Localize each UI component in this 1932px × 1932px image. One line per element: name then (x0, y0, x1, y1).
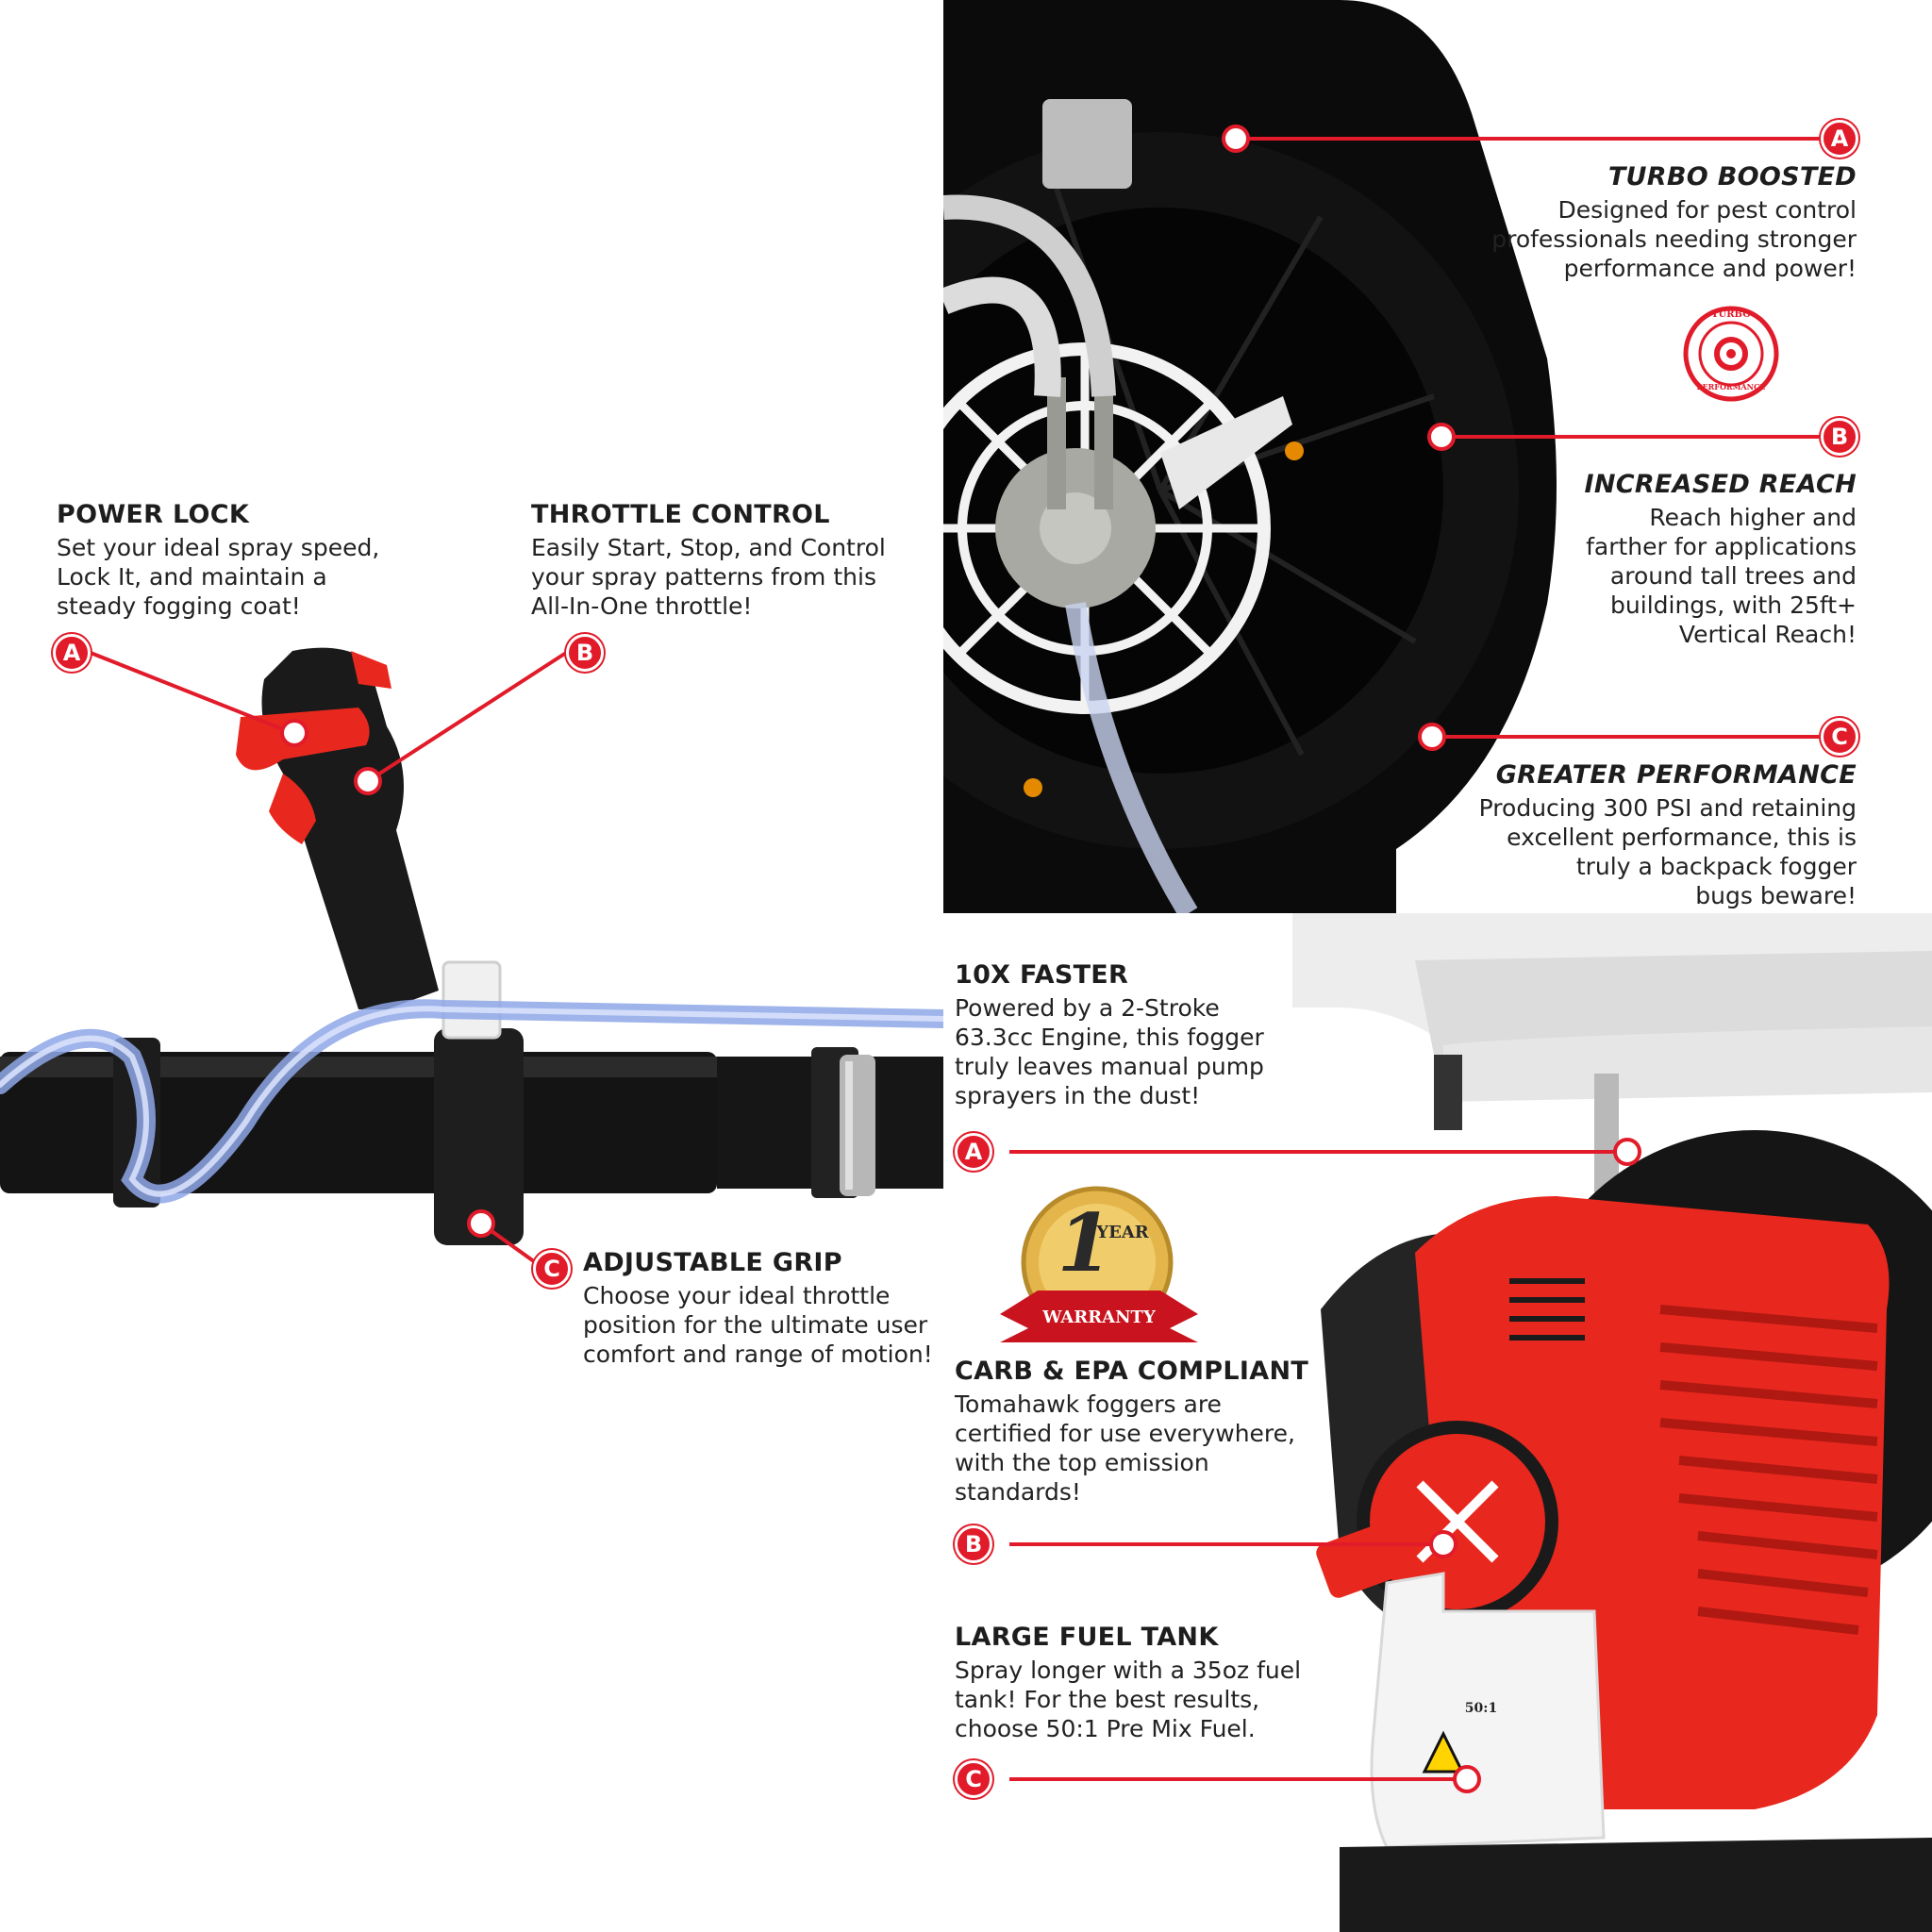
turbo-boosted-callout: TURBO BOOSTED Designed for pest control … (1491, 162, 1857, 283)
blower-illustration (943, 0, 1932, 913)
blower-panel: TURBO PERFORMANCE A TURBO BOOSTED Design… (943, 0, 1932, 913)
fuel-tank-callout: LARGE FUEL TANK Spray longer with a 35oz… (955, 1623, 1301, 1743)
hose-clamp (840, 1055, 875, 1196)
greater-performance-desc: Producing 300 PSI and retaining excellen… (1478, 794, 1857, 909)
fuel-tank-desc: Spray longer with a 35oz fuel tank! For … (955, 1657, 1302, 1742)
turbo-boosted-marker: A (1821, 120, 1858, 158)
power-lock-callout: POWER LOCK Set your ideal spray speed, L… (57, 500, 379, 621)
adjustable-grip-title: ADJUSTABLE GRIP (583, 1248, 842, 1277)
throttle-control-marker: B (566, 634, 604, 672)
increased-reach-callout: INCREASED REACH Reach higher and farther… (1584, 470, 1857, 649)
carb-epa-desc: Tomahawk foggers are certified for use e… (955, 1391, 1295, 1506)
turbo-badge-bottom-text: PERFORMANCE (1696, 382, 1766, 391)
throttle-control-callout: THROTTLE CONTROL Easily Start, Stop, and… (531, 500, 886, 621)
greater-performance-title: GREATER PERFORMANCE (1495, 760, 1857, 790)
carb-epa-title: CARB & EPA COMPLIANT (955, 1357, 1309, 1386)
turbo-boosted-title: TURBO BOOSTED (1607, 162, 1857, 192)
engine-illustration (1000, 913, 1932, 1932)
engine-panel: 1 YEAR WARRANTY 50:1 10X FASTER Powered … (943, 913, 1932, 1932)
increased-reach-title: INCREASED REACH (1584, 470, 1857, 499)
increased-reach-desc: Reach higher and farther for application… (1586, 504, 1857, 648)
turbo-performance-badge (1683, 306, 1779, 402)
fuel-tank-title: LARGE FUEL TANK (955, 1623, 1219, 1652)
warranty-badge (1000, 1186, 1198, 1342)
throttle-control-desc: Easily Start, Stop, and Control your spr… (531, 534, 886, 620)
greater-performance-marker: C (1821, 718, 1858, 756)
throttle-illustration (0, 647, 943, 1266)
warning-triangle (1422, 1730, 1465, 1774)
carb-epa-marker: B (955, 1525, 992, 1563)
faster-title: 10X FASTER (955, 960, 1129, 990)
adjustable-grip-marker: C (533, 1250, 571, 1288)
adjustable-grip-desc: Choose your ideal throttle position for … (583, 1282, 933, 1368)
power-lock-desc: Set your ideal spray speed, Lock It, and… (57, 534, 380, 620)
carb-epa-callout: CARB & EPA COMPLIANT Tomahawk foggers ar… (955, 1357, 1308, 1507)
fuel-tank-marker: C (955, 1760, 992, 1798)
blower-tube (0, 1052, 717, 1193)
grip-collar (434, 1028, 524, 1245)
increased-reach-marker: B (1821, 418, 1858, 456)
faster-marker: A (955, 1133, 992, 1171)
turbo-badge-top-text: TURBO (1711, 309, 1751, 320)
throttle-control-title: THROTTLE CONTROL (531, 500, 830, 529)
power-lock-marker: A (53, 634, 91, 672)
adjustable-grip-callout: ADJUSTABLE GRIP Choose your ideal thrott… (583, 1248, 933, 1369)
fuel-tank-ratio-label: 50:1 (1464, 1701, 1498, 1716)
warranty-badge-ribbon: WARRANTY (1042, 1307, 1156, 1327)
throttle-panel: A POWER LOCK Set your ideal spray speed,… (0, 0, 943, 1932)
turbo-boosted-desc: Designed for pest control professionals … (1491, 196, 1857, 282)
faster-desc: Powered by a 2-Stroke 63.3cc Engine, thi… (955, 994, 1264, 1109)
greater-performance-callout: GREATER PERFORMANCE Producing 300 PSI an… (1479, 760, 1857, 910)
warranty-badge-year: YEAR (1096, 1223, 1149, 1242)
throttle-trigger (269, 774, 316, 844)
faster-callout: 10X FASTER Powered by a 2-Stroke 63.3cc … (955, 960, 1264, 1110)
warranty-badge-number: 1 (1057, 1196, 1113, 1290)
valve-block (441, 960, 502, 1040)
power-lock-title: POWER LOCK (57, 500, 250, 529)
